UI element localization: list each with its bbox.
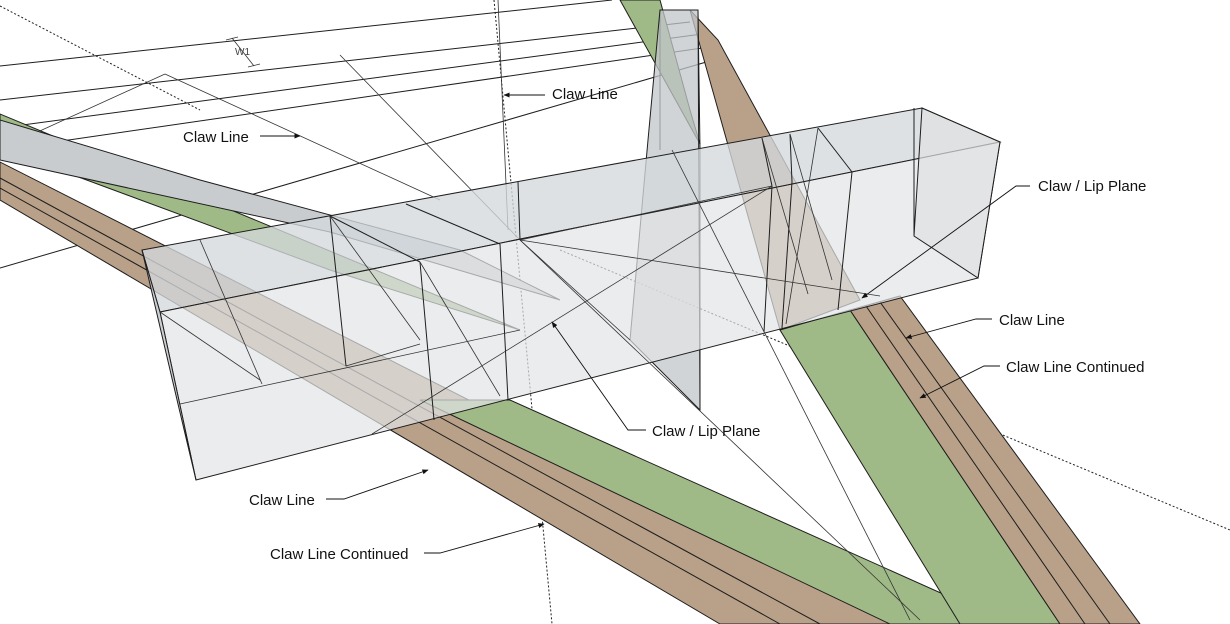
callout-label: Claw Line — [552, 86, 618, 103]
callout-claw-line-top: Claw Line — [503, 86, 618, 103]
callout-claw-line-upper-left: Claw Line — [183, 129, 301, 146]
callout-label: Claw Line Continued — [1006, 359, 1144, 376]
callout-claw-line-continued-bottom: Claw Line Continued — [270, 523, 545, 563]
callout-claw-line-bottom-left: Claw Line — [249, 469, 429, 509]
callout-label: Claw Line — [249, 492, 315, 509]
callout-label: Claw / Lip Plane — [652, 423, 760, 440]
callout-label: Claw / Lip Plane — [1038, 178, 1146, 195]
w1-dimension-label: W1 — [235, 47, 250, 58]
callout-claw-lip-plane-center: Claw / Lip Plane — [551, 321, 760, 440]
ghost-beam — [141, 107, 1002, 621]
callout-claw-line-continued-right: Claw Line Continued — [919, 359, 1144, 399]
callout-label: Claw Line — [999, 312, 1065, 329]
callout-claw-line-right: Claw Line — [905, 312, 1065, 339]
callout-claw-lip-plane-right: Claw / Lip Plane — [861, 178, 1146, 299]
callout-label: Claw Line Continued — [270, 546, 408, 563]
w1-dimension: W1 — [225, 36, 261, 68]
callout-label: Claw Line — [183, 129, 249, 146]
